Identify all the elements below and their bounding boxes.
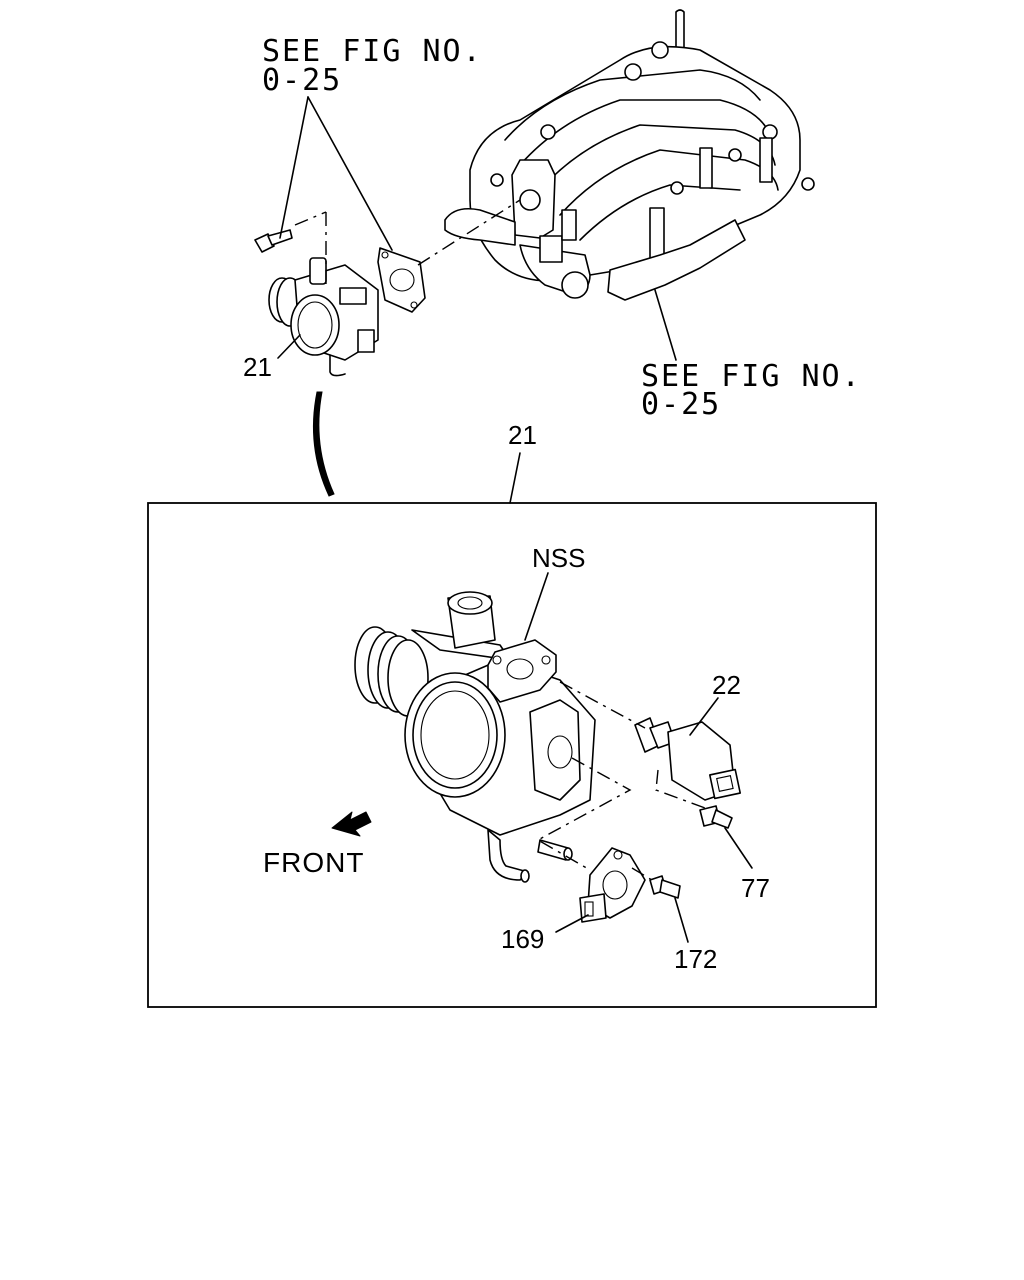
- part-label-169: 169: [501, 924, 544, 954]
- label-nss: NSS: [532, 543, 585, 573]
- see-fig-top-line1: SEE FIG NO.: [262, 34, 483, 69]
- see-fig-top-line2: 0-25: [262, 63, 342, 98]
- part-label-172: 172: [674, 944, 717, 974]
- screw-172: [631, 867, 689, 943]
- sensor-169: [536, 757, 646, 933]
- sensor-22: [559, 681, 742, 809]
- part-label-77: 77: [741, 873, 770, 903]
- part-label-22: 22: [712, 670, 741, 700]
- screw-77: [699, 805, 753, 869]
- throttle-body-small: [254, 96, 521, 377]
- callout-arrow: [312, 391, 335, 497]
- part-label-21-small: 21: [243, 352, 272, 382]
- box-21-leader: [509, 452, 521, 504]
- detail-box: [147, 502, 877, 1008]
- label-front: FRONT: [263, 847, 364, 878]
- see-fig-right-line2: 0-25: [641, 387, 721, 422]
- see-fig-right-line1: SEE FIG NO.: [641, 359, 862, 394]
- part-label-21-box: 21: [508, 420, 537, 450]
- intake-manifold: [444, 9, 815, 301]
- manifold-leader-line: [654, 289, 677, 361]
- throttle-body-detail: [354, 572, 596, 883]
- front-arrow-icon: [331, 811, 372, 837]
